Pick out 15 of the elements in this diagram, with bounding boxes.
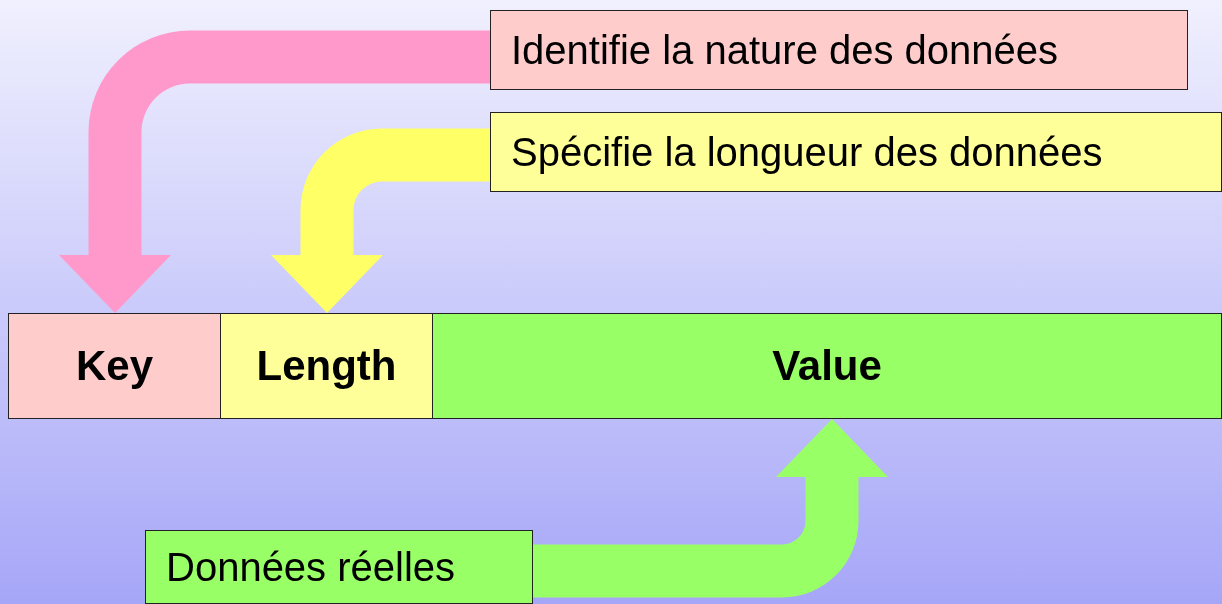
curved-block-arrow	[271, 128, 490, 313]
node-label: Value	[772, 342, 882, 390]
callout-box	[490, 10, 1188, 90]
node-label: Identifie la nature des données	[511, 27, 1059, 73]
callout-box	[145, 530, 533, 604]
curved-block-arrow	[533, 419, 888, 598]
curved-block-arrow	[59, 30, 490, 313]
node-label: Données réelles	[166, 544, 456, 590]
node-label: Spécifie la longueur des données	[511, 129, 1103, 175]
node-label: Length	[256, 342, 397, 390]
callout-box	[490, 112, 1222, 192]
node-label: Key	[75, 342, 154, 390]
field-cell	[432, 313, 1222, 419]
field-cell	[220, 313, 433, 419]
field-cell	[8, 313, 221, 419]
